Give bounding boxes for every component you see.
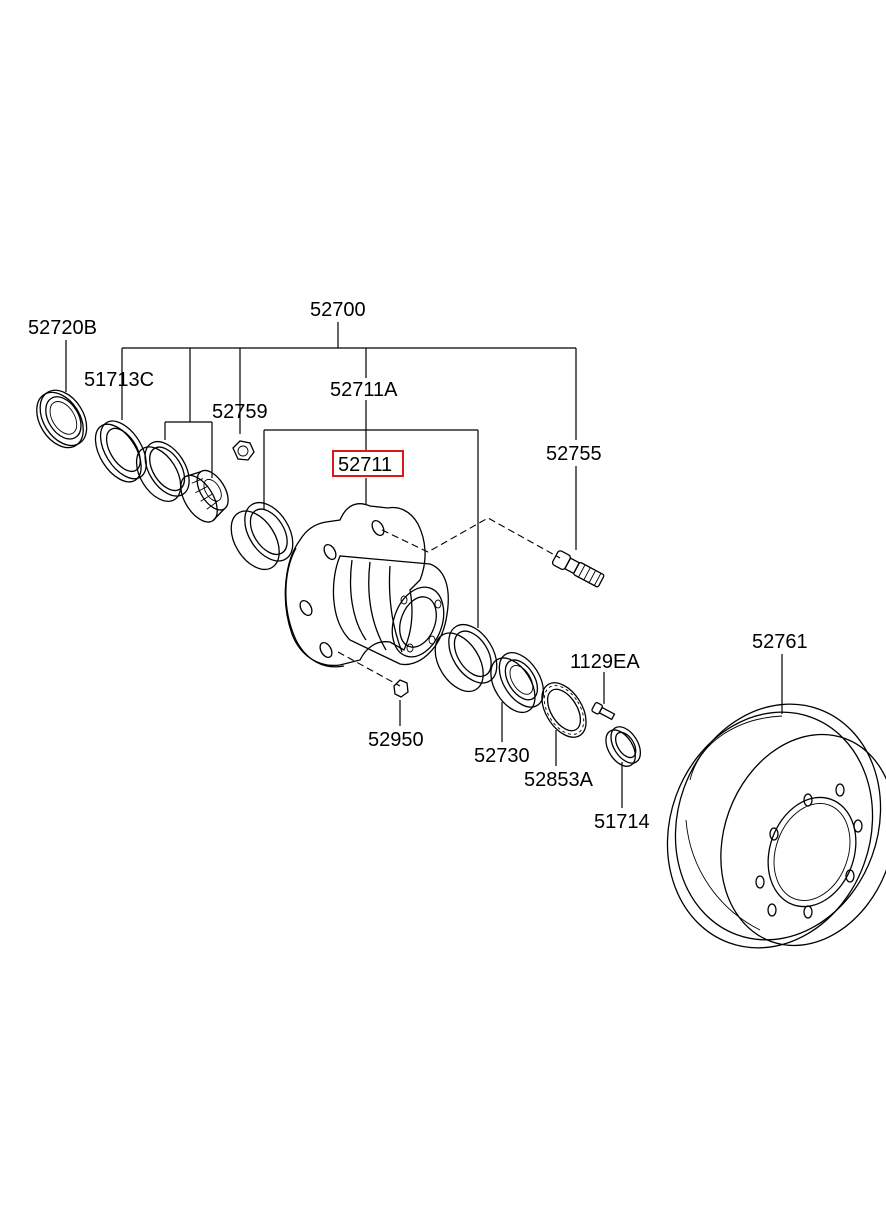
part-52711a-race-left <box>230 501 294 571</box>
label-52700[interactable]: 52700 <box>310 299 366 321</box>
part-52755-stud <box>551 550 605 588</box>
part-52711a-race-right <box>434 623 498 693</box>
part-52720b-bearing <box>36 389 88 449</box>
highlight-box <box>332 450 404 477</box>
part-51714-seal <box>605 726 642 767</box>
label-52720b[interactable]: 52720B <box>28 317 97 339</box>
part-bearing-cup <box>135 440 190 502</box>
part-labels: 52700 52720B 51713C 52759 52711A 52711 5… <box>28 299 808 833</box>
part-52950-nut <box>393 679 409 698</box>
part-52853a-tone-ring <box>541 682 587 738</box>
part-52711-hub <box>284 503 449 668</box>
label-52853a[interactable]: 52853A <box>524 769 594 791</box>
part-1129ea-bolt <box>591 702 616 721</box>
part-51713c-seal <box>94 420 147 483</box>
label-52711[interactable]: 52711 <box>338 454 392 476</box>
part-52759-nut <box>232 440 255 461</box>
label-52761[interactable]: 52761 <box>752 631 808 653</box>
label-52711a[interactable]: 52711A <box>330 379 398 401</box>
part-52730-bearing <box>490 652 545 714</box>
label-51714[interactable]: 51714 <box>594 811 650 833</box>
label-52730[interactable]: 52730 <box>474 745 530 767</box>
label-52759[interactable]: 52759 <box>212 401 268 423</box>
leader-lines <box>65 322 783 808</box>
label-51713c[interactable]: 51713C <box>84 369 154 391</box>
part-52761-brake-drum <box>666 703 886 949</box>
part-bearing-cone <box>180 469 229 523</box>
label-52950[interactable]: 52950 <box>368 729 424 751</box>
label-52755[interactable]: 52755 <box>546 443 602 465</box>
label-1129ea[interactable]: 1129EA <box>570 651 640 673</box>
